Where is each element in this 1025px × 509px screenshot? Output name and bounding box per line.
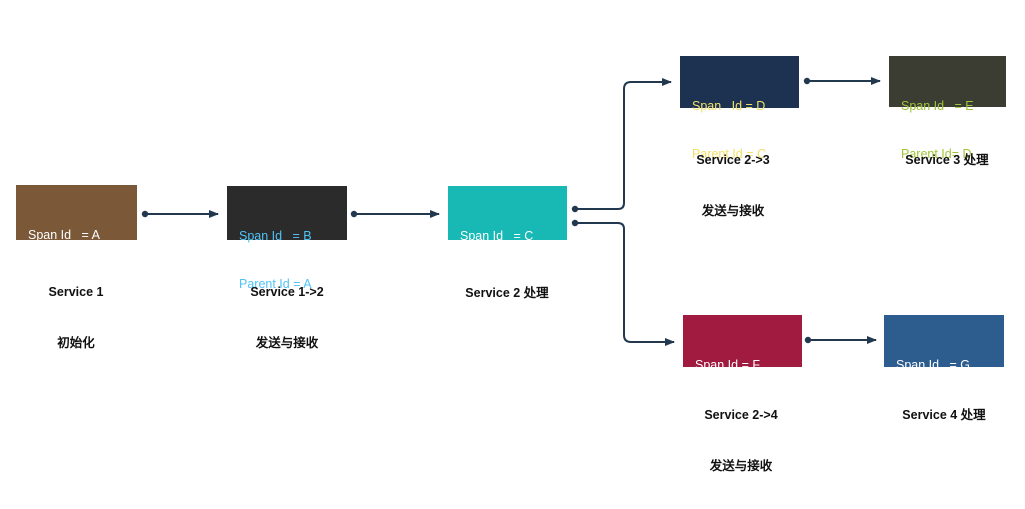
service-label-4: Service 4 处理 (902, 373, 985, 458)
service-label-1: Service 1 初始化 (49, 250, 104, 386)
parent-id-text: Parent Id= D (901, 147, 972, 161)
span-id-text: Span Id = C (460, 229, 534, 243)
parent-id-text: Parent Id = null (28, 276, 113, 290)
span-box-service-4: Span Id = G Parent Id = F (884, 315, 1004, 420)
span-box-service-2-3: Span Id = D Parent Id = C (680, 56, 799, 161)
edge-s2-to-s24 (575, 222, 675, 346)
service-label-2-4: Service 2->4 发送与接收 (704, 373, 777, 509)
parent-id-text: Parent Id = A (239, 277, 312, 291)
span-box-service-1-2: Span Id = B Parent Id = A (227, 186, 347, 291)
edge-s1-to-s12-start-dot (141, 210, 149, 218)
span-id-text: Span Id = B (239, 229, 312, 243)
edge-s23-to-s3-start-dot (803, 77, 811, 85)
service-label-2: Service 2 处理 (465, 251, 548, 336)
service-name: Service 3 处理 (905, 153, 989, 167)
span-id-text: Span Id = E (901, 99, 974, 113)
service-name: Service 1->2 (250, 285, 324, 299)
span-id-text: Span Id = G (896, 358, 971, 372)
span-diagram: Span Id = A Parent Id = null Span Id = B… (16, 56, 1006, 473)
span-box-service-2: Span Id = C Parent Id = B (448, 186, 567, 291)
service-label-2-3: Service 2->3 发送与接收 (696, 118, 769, 254)
service-name: Service 1 (48, 285, 104, 299)
service-name: Service 2 处理 (465, 286, 549, 300)
span-id-text: Span Id = F (695, 358, 760, 372)
service-stage: 发送与接收 (709, 459, 773, 473)
span-box-service-2-4: Span Id = F Parent Id =C (683, 315, 802, 420)
span-box-service-3: Span Id = E Parent Id= D (889, 56, 1006, 161)
service-name: Service 4 处理 (902, 408, 986, 422)
service-label-3: Service 3 处理 (905, 118, 988, 203)
service-stage: 发送与接收 (701, 204, 765, 218)
edge-s24-to-s4-start-dot (804, 336, 812, 344)
service-stage: 发送与接收 (255, 336, 319, 350)
arrow-layer (141, 77, 881, 346)
edge-s12-to-s2-start-dot (350, 210, 358, 218)
service-stage: 初始化 (57, 336, 95, 350)
span-id-text: Span Id = D (692, 99, 766, 113)
parent-id-text: Parent Id = B (460, 277, 534, 291)
parent-id-text: Parent Id = C (692, 147, 766, 161)
edge-s2-to-s23-start-dot (571, 205, 579, 213)
edge-s2-to-s23 (575, 78, 672, 210)
service-name: Service 2->4 (704, 408, 778, 422)
service-label-1-2: Service 1->2 发送与接收 (250, 250, 323, 386)
span-id-text: Span Id = A (28, 228, 100, 242)
span-box-service-1: Span Id = A Parent Id = null (16, 185, 137, 290)
edge-s2-to-s24-start-dot (571, 219, 579, 227)
service-name: Service 2->3 (696, 153, 770, 167)
